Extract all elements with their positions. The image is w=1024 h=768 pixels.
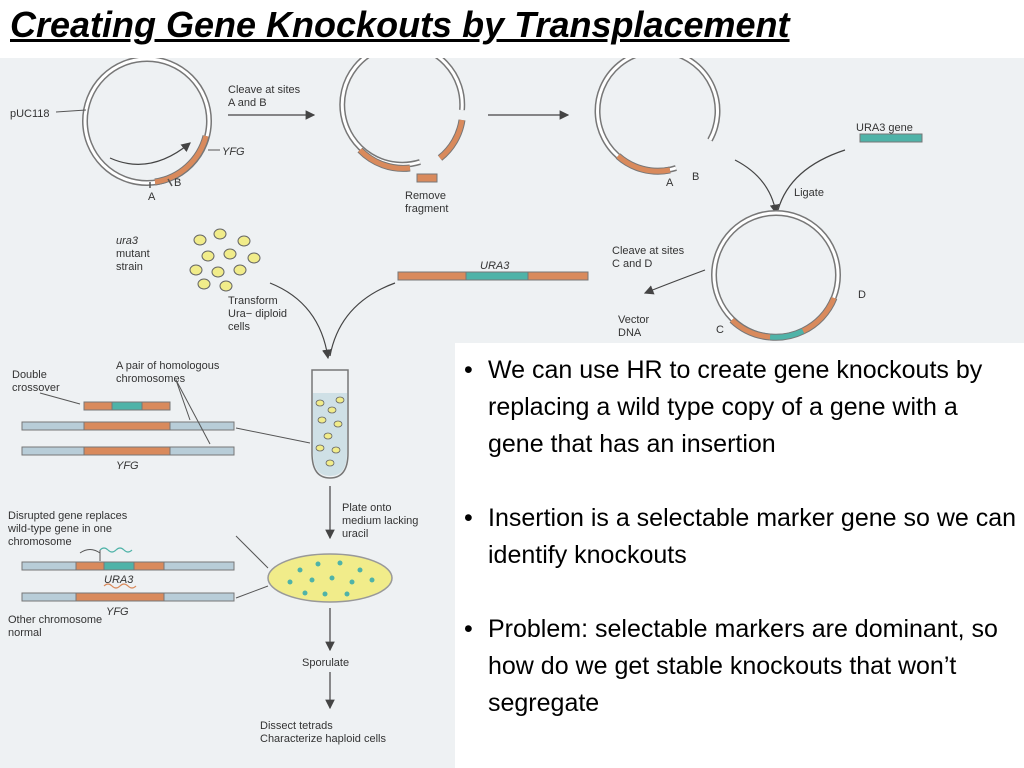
label-cleave-ab-2: A and B (228, 97, 267, 109)
label-other-chromosome-1: Other chromosome (8, 614, 102, 626)
arrow-transform-left (269, 282, 332, 360)
label-plate-2: medium lacking (342, 515, 418, 527)
linear-fragment-ura3 (465, 271, 529, 281)
label-transform-3: cells (228, 321, 251, 333)
label-puc118: pUC118 (10, 108, 50, 120)
ura3-gene-fragment (859, 133, 923, 143)
label-cleave-cd-1: Cleave at sites (612, 245, 685, 257)
label-site-c: C (716, 324, 724, 336)
label-dissect-1: Dissect tetrads (260, 720, 333, 732)
label-ura3-bar: URA3 (480, 260, 510, 272)
label-disrupted-1: Disrupted gene replaces (8, 510, 128, 522)
bullet-list: We can use HR to create gene knockouts b… (462, 352, 1017, 759)
label-cleave-ab-1: Cleave at sites (228, 84, 301, 96)
petri-plate (267, 553, 393, 603)
label-ura3-strain-3: strain (116, 261, 143, 273)
figure-background-top (0, 58, 1024, 343)
label-yfg-chromosome: YFG (106, 606, 129, 618)
plasmid-cleaved (339, 58, 466, 183)
label-vector-2: DNA (618, 327, 642, 339)
transforming-fragment-ura3 (111, 401, 143, 411)
label-dissect-2: Characterize haploid cells (260, 733, 386, 745)
slide-title: Creating Gene Knockouts by Transplacemen… (10, 4, 790, 45)
label-yfg-plasmid: YFG (222, 146, 245, 158)
label-disrupted-2: wild-type gene in one (7, 523, 112, 535)
label-plate-1: Plate onto (342, 502, 392, 514)
bullet-item: We can use HR to create gene knockouts b… (462, 352, 1017, 463)
figure-background-left (0, 343, 455, 768)
label-yfg-bottom: YFG (116, 460, 139, 472)
label-ligate: Ligate (794, 187, 824, 199)
label-site-b-2: B (692, 171, 699, 183)
bullet-item: Insertion is a selectable marker gene so… (462, 500, 1017, 574)
arrow-ligate-left (734, 159, 780, 215)
label-cleave-cd-2: C and D (612, 258, 652, 270)
label-transform-2: Ura− diploid (228, 308, 287, 320)
label-site-b: B (174, 177, 181, 189)
yeast-cell-cluster (189, 228, 261, 292)
arrow-vector (643, 269, 706, 295)
plasmid-with-ura3 (711, 210, 841, 341)
label-homologous-2: chromosomes (116, 373, 186, 385)
label-ura3-chromosome: URA3 (104, 574, 134, 586)
chromosome-1-yfg (83, 421, 171, 431)
bullet-item: Problem: selectable markers are dominant… (462, 611, 1017, 722)
test-tube (311, 369, 349, 479)
transplacement-figure: pUC118 A B YFG Cleave at sites A and B R… (0, 58, 1024, 768)
label-ura3-strain-1: ura3 (116, 235, 139, 247)
label-site-d: D (858, 289, 866, 301)
label-remove-1: Remove (405, 190, 446, 202)
normal-yfg (75, 592, 165, 602)
label-site-a-2: A (666, 177, 674, 189)
arrow-ligate-right (777, 149, 846, 211)
label-other-chromosome-2: normal (8, 627, 42, 639)
label-homologous-1: A pair of homologous (116, 360, 220, 372)
removed-fragment (416, 173, 438, 183)
plasmid-opened (594, 58, 721, 175)
label-plate-3: uracil (342, 528, 368, 540)
label-sporulate: Sporulate (302, 657, 349, 669)
arrow-transform-right (329, 282, 396, 357)
label-remove-2: fragment (405, 203, 448, 215)
chromosome-2-yfg (83, 446, 171, 456)
label-vector-1: Vector (618, 314, 650, 326)
label-disrupted-3: chromosome (8, 536, 72, 548)
disrupted-ura3-insert (103, 561, 135, 571)
label-double-1: Double (12, 369, 47, 381)
label-double-2: crossover (12, 382, 60, 394)
label-site-a: A (148, 191, 156, 203)
plasmid-puc118 (82, 58, 212, 188)
label-transform-1: Transform (228, 295, 278, 307)
label-ura3-strain-2: mutant (116, 248, 150, 260)
label-ura3-gene: URA3 gene (856, 122, 913, 134)
